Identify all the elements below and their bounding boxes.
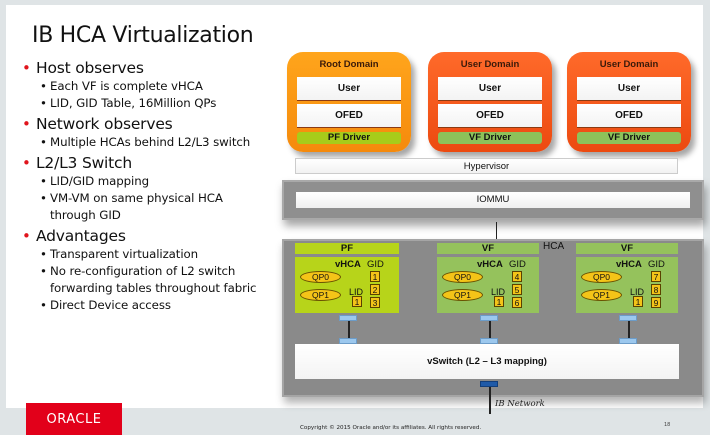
- port-connector: [489, 321, 491, 339]
- gid-cell: 8: [651, 284, 661, 295]
- gid-cell: 2: [370, 284, 380, 295]
- gid-cell: 1: [370, 271, 380, 282]
- copyright-text: Copyright © 2015 Oracle and/or its affil…: [300, 425, 482, 431]
- lid-cell: 1: [494, 296, 504, 307]
- port-icon: [339, 315, 357, 321]
- iommu-bar: IOMMU: [296, 192, 690, 208]
- bullet-dot: •: [40, 174, 47, 188]
- gid-label: GID: [648, 259, 665, 270]
- iommu-box: IOMMU: [282, 180, 704, 220]
- iommu-hca-connector: [496, 222, 497, 239]
- ofed-layer: OFED: [577, 104, 681, 128]
- domain-title: User Domain: [599, 59, 659, 70]
- ofed-layer: OFED: [297, 104, 401, 128]
- sub-bullet-text: Multiple HCAs behind L2/L3 switch: [50, 135, 251, 149]
- qp0-ellipse: QP0: [300, 271, 341, 283]
- lid-label: LID: [630, 287, 645, 297]
- qp0-ellipse: QP0: [442, 271, 483, 283]
- port-icon: [339, 338, 357, 344]
- port-icon: [619, 315, 637, 321]
- vhca-label: vHCA: [616, 259, 642, 270]
- sub-bullet: •LID/GID mapping: [22, 173, 272, 190]
- sub-bullet: •Multiple HCAs behind L2/L3 switch: [22, 134, 272, 151]
- sub-bullet-text: LID, GID Table, 16Million QPs: [50, 96, 217, 110]
- user-layer: User: [577, 77, 681, 101]
- gid-cell: 4: [512, 271, 522, 282]
- gid-label: GID: [367, 259, 384, 270]
- ib-network-label: IB Network: [495, 399, 545, 409]
- sub-bullet-text: Each VF is complete vHCA: [50, 79, 203, 93]
- sub-bullet-text: No re-configuration of L2 switch forward…: [50, 264, 257, 295]
- gid-cell: 9: [651, 297, 661, 308]
- gid-cell: 5: [512, 284, 522, 295]
- sub-bullet-text: VM-VM on same physical HCA through GID: [50, 191, 223, 222]
- vhca-body: vHCA GID QP0 QP1 LID 1 1 2 3: [295, 257, 399, 313]
- gid-cell: 7: [651, 271, 661, 282]
- hca-label: HCA: [543, 241, 565, 252]
- port-icon: [480, 315, 498, 321]
- qp1-ellipse: QP1: [442, 289, 483, 301]
- bullet-dot: •: [40, 298, 47, 312]
- qp1-ellipse: QP1: [300, 289, 341, 301]
- bullet-dot: •: [40, 247, 47, 261]
- bullet-dot: •: [40, 96, 47, 110]
- lid-cell: 1: [633, 296, 643, 307]
- port-connector: [348, 321, 350, 339]
- user-domain-box-1: User Domain User OFED VF Driver: [428, 52, 552, 152]
- port-connector: [628, 321, 630, 339]
- user-layer: User: [438, 77, 542, 101]
- user-layer: User: [297, 77, 401, 101]
- domain-title: Root Domain: [319, 59, 379, 70]
- bullet-list: Host observes •Each VF is complete vHCA …: [22, 56, 272, 314]
- bullet-host-observes: Host observes: [22, 58, 272, 78]
- slide-title: IB HCA Virtualization: [32, 23, 254, 48]
- vf-driver: VF Driver: [438, 132, 542, 144]
- bullet-dot: •: [40, 191, 47, 205]
- sub-bullet: •LID, GID Table, 16Million QPs: [22, 95, 272, 112]
- bullet-dot: •: [40, 79, 47, 93]
- function-header: VF: [437, 243, 539, 254]
- sub-bullet: •No re-configuration of L2 switch forwar…: [22, 263, 272, 297]
- sub-bullet: •Transparent virtualization: [22, 246, 272, 263]
- pf-driver: PF Driver: [297, 132, 401, 144]
- vf-driver: VF Driver: [577, 132, 681, 144]
- sub-bullet-text: LID/GID mapping: [50, 174, 150, 188]
- gid-label: GID: [509, 259, 526, 270]
- oracle-logo: ORACLE: [26, 403, 122, 435]
- bullet-l2l3-switch: L2/L3 Switch: [22, 153, 272, 173]
- vhca-label: vHCA: [335, 259, 361, 270]
- lid-label: LID: [349, 287, 364, 297]
- lid-cell: 1: [352, 296, 362, 307]
- user-domain-box-2: User Domain User OFED VF Driver: [567, 52, 691, 152]
- port-icon: [619, 338, 637, 344]
- bullet-dot: •: [40, 264, 47, 278]
- port-icon: [480, 338, 498, 344]
- vswitch-bar: vSwitch (L2 – L3 mapping): [295, 344, 679, 379]
- qp1-ellipse: QP1: [581, 289, 622, 301]
- vhca-label: vHCA: [477, 259, 503, 270]
- function-header: PF: [295, 243, 399, 254]
- bullet-network-observes: Network observes: [22, 114, 272, 134]
- function-header: VF: [576, 243, 678, 254]
- uplink-port-icon: [480, 381, 498, 387]
- sub-bullet: •Each VF is complete vHCA: [22, 78, 272, 95]
- qp0-ellipse: QP0: [581, 271, 622, 283]
- sub-bullet-text: Transparent virtualization: [50, 247, 199, 261]
- ofed-layer: OFED: [438, 104, 542, 128]
- lid-label: LID: [491, 287, 506, 297]
- hypervisor-bar: Hypervisor: [295, 158, 678, 174]
- sub-bullet: •Direct Device access: [22, 297, 272, 314]
- bullet-advantages: Advantages: [22, 226, 272, 246]
- sub-bullet-text: Direct Device access: [50, 298, 171, 312]
- root-domain-box: Root Domain User OFED PF Driver: [287, 52, 411, 152]
- gid-cell: 3: [370, 297, 380, 308]
- bullet-dot: •: [40, 135, 47, 149]
- page-number: 18: [664, 422, 671, 428]
- domain-title: User Domain: [460, 59, 520, 70]
- sub-bullet: •VM-VM on same physical HCA through GID: [22, 190, 272, 224]
- gid-cell: 6: [512, 297, 522, 308]
- vhca-body: vHCA GID QP0 QP1 LID 1 4 5 6: [437, 257, 539, 313]
- ib-network-line: [489, 387, 491, 414]
- vhca-body: vHCA GID QP0 QP1 LID 1 7 8 9: [576, 257, 678, 313]
